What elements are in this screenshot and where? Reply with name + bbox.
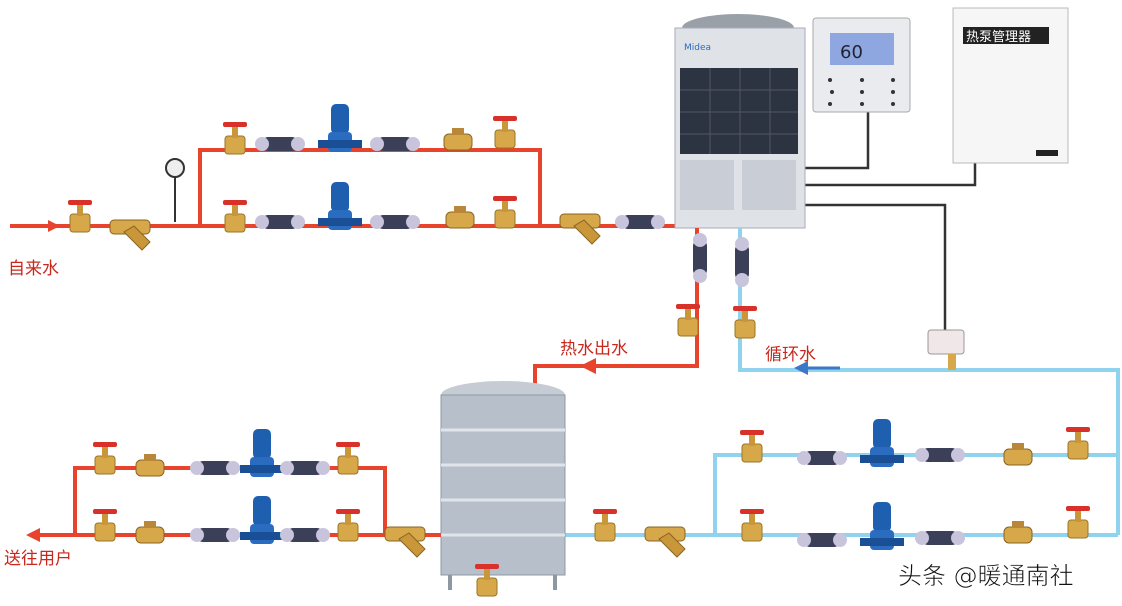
- drain-valve-icon[interactable]: [474, 563, 500, 597]
- flex-connector-icon: [797, 533, 847, 547]
- flex-connector-icon: [255, 137, 305, 151]
- hot-out-valve-icon[interactable]: [675, 303, 701, 337]
- lower-row-valve-icon[interactable]: [222, 199, 248, 233]
- lower-row-valve-icon[interactable]: [492, 195, 518, 229]
- flex-connector-icon: [280, 528, 330, 542]
- check-valve-icon: [135, 520, 165, 544]
- supply-pump-icon: [318, 104, 362, 152]
- circulation-valve-icon[interactable]: [1065, 426, 1091, 460]
- circulation-pump-icon: [860, 419, 904, 467]
- inlet-label: 自来水: [8, 259, 59, 279]
- pressure-gauge-icon: [165, 158, 185, 222]
- flex-connector-icon: [370, 215, 420, 229]
- panel-title: 热泵管理器: [966, 30, 1031, 45]
- flex-connector-icon: [693, 233, 707, 283]
- check-valve-icon: [443, 127, 473, 151]
- heat-pump-unit: Midea: [674, 14, 806, 229]
- user-pump-icon: [240, 496, 284, 544]
- circulation-valve-icon[interactable]: [592, 508, 618, 542]
- to-users-label: 送往用户: [4, 549, 72, 569]
- upper-row-valve-icon[interactable]: [492, 115, 518, 149]
- circulation-pipe: [565, 228, 1120, 537]
- strainer-icon: [384, 526, 426, 558]
- flex-connector-icon: [280, 461, 330, 475]
- controller-display: 60: [840, 42, 863, 63]
- circulation-valve-icon[interactable]: [739, 429, 765, 463]
- flex-connector-icon: [190, 461, 240, 475]
- user-valve-icon[interactable]: [335, 508, 361, 542]
- strainer-icon: [559, 213, 601, 245]
- flex-connector-icon: [370, 137, 420, 151]
- heat-pump-manager-panel: 热泵管理器: [952, 7, 1069, 164]
- circulation-valve-icon[interactable]: [732, 305, 758, 339]
- flex-connector-icon: [255, 215, 305, 229]
- flex-connector-icon: [190, 528, 240, 542]
- user-valve-icon[interactable]: [335, 441, 361, 475]
- check-valve-icon: [1003, 520, 1033, 544]
- check-valve-icon: [1003, 442, 1033, 466]
- check-valve-icon: [445, 205, 475, 229]
- circulation-valve-icon[interactable]: [1065, 505, 1091, 539]
- check-valve-icon: [135, 453, 165, 477]
- hot-water-out-pipe: [533, 228, 699, 402]
- inlet-valve-icon[interactable]: [67, 199, 93, 233]
- unit-brand: Midea: [684, 43, 711, 53]
- supply-pump-icon: [318, 182, 362, 230]
- flex-connector-icon: [797, 451, 847, 465]
- flex-connector-icon: [615, 215, 665, 229]
- wired-controller[interactable]: 60: [812, 17, 911, 113]
- control-wiring: [805, 112, 977, 330]
- flex-connector-icon: [915, 448, 965, 462]
- water-storage-tank: [440, 381, 566, 590]
- user-valve-icon[interactable]: [92, 441, 118, 475]
- inlet-strainer-icon: [109, 219, 151, 251]
- circulation-pump-icon: [860, 502, 904, 550]
- flex-connector-icon: [915, 531, 965, 545]
- upper-row-valve-icon[interactable]: [222, 121, 248, 155]
- circulation-label: 循环水: [765, 345, 816, 365]
- flex-connector-icon: [735, 237, 749, 287]
- temperature-sensor-icon: [927, 329, 965, 370]
- hot-water-out-label: 热水出水: [560, 339, 628, 359]
- user-pump-icon: [240, 429, 284, 477]
- user-valve-icon[interactable]: [92, 508, 118, 542]
- strainer-icon: [644, 526, 686, 558]
- watermark: 头条 @暖通南社: [898, 562, 1074, 590]
- circulation-valve-icon[interactable]: [739, 508, 765, 542]
